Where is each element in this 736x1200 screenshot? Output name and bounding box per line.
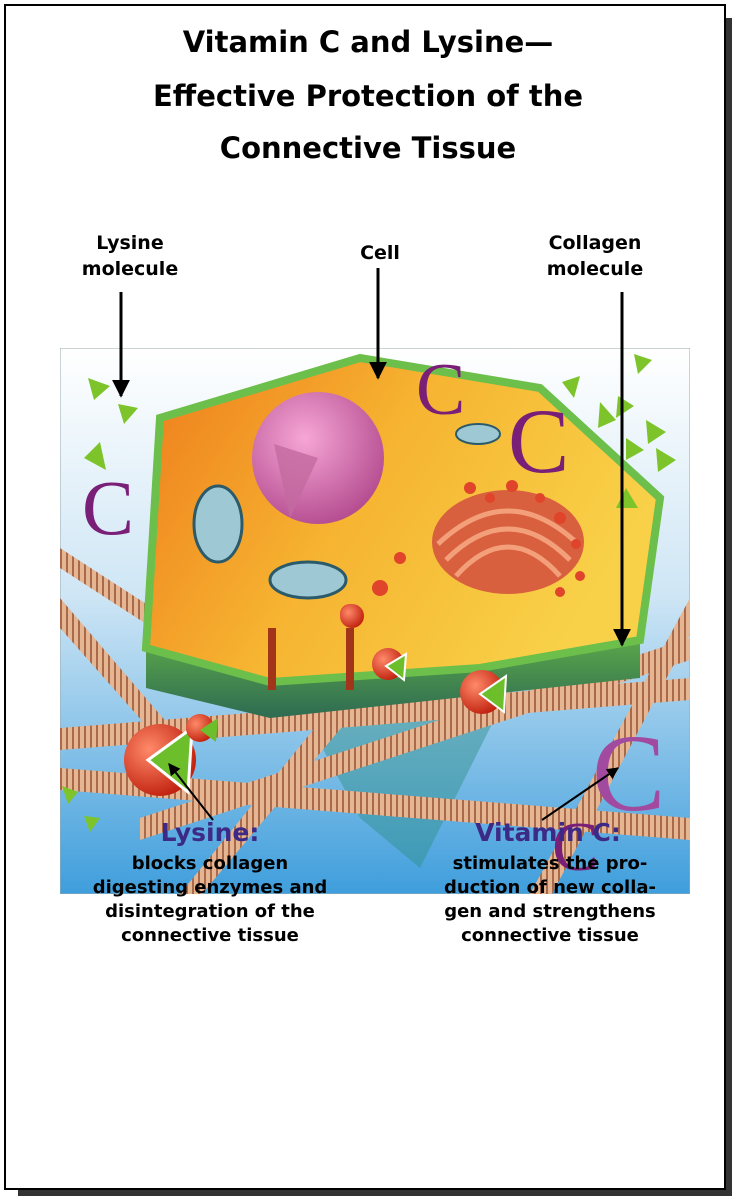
title-line-1: Vitamin C and Lysine— xyxy=(0,22,736,62)
lysine-description: blocks collagen digesting enzymes and di… xyxy=(40,852,380,948)
frame-shadow-bottom xyxy=(18,1190,732,1196)
golgi-apparatus xyxy=(432,490,584,594)
label-lysine-molecule-line-1: Lysine xyxy=(70,230,190,256)
label-collagen-molecule-line-2: molecule xyxy=(520,256,670,282)
vitamin-c-glyph: C xyxy=(508,390,569,492)
lysine-description-line: disintegration of the xyxy=(40,900,380,924)
vitamin-c-description-line: connective tissue xyxy=(400,924,700,948)
vitamin-c-glyph: C xyxy=(82,464,134,551)
secreted-vesicle xyxy=(340,604,364,628)
lysine-description-line: connective tissue xyxy=(40,924,380,948)
vitamin-c-heading: Vitamin C: xyxy=(428,818,668,848)
title-line-3: Connective Tissue xyxy=(0,128,736,168)
lysine-description-line: digesting enzymes and xyxy=(40,876,380,900)
vitamin-c-description-line: duction of new colla- xyxy=(400,876,700,900)
label-lysine-molecule-line-2: molecule xyxy=(70,256,190,282)
mitochondrion xyxy=(270,562,346,598)
vitamin-c-description-line: stimulates the pro- xyxy=(400,852,700,876)
vitamin-c-glyph: C xyxy=(592,712,665,834)
label-cell: Cell xyxy=(320,240,440,266)
title-line-2: Effective Protection of the xyxy=(0,76,736,116)
cell-illustration: C C C C C xyxy=(60,348,690,894)
vitamin-c-glyph: C xyxy=(416,349,465,431)
membrane-channel xyxy=(346,628,354,690)
lysine-heading: Lysine: xyxy=(100,818,320,848)
mitochondrion xyxy=(194,486,242,562)
label-collagen-molecule: Collagen molecule xyxy=(520,230,670,282)
label-collagen-molecule-line-1: Collagen xyxy=(520,230,670,256)
label-lysine-molecule: Lysine molecule xyxy=(70,230,190,282)
vitamin-c-description: stimulates the pro- duction of new colla… xyxy=(400,852,700,948)
frame-shadow-right xyxy=(726,18,732,1194)
lysine-description-line: blocks collagen xyxy=(40,852,380,876)
vitamin-c-description-line: gen and strengthens xyxy=(400,900,700,924)
membrane-channel xyxy=(268,628,276,690)
